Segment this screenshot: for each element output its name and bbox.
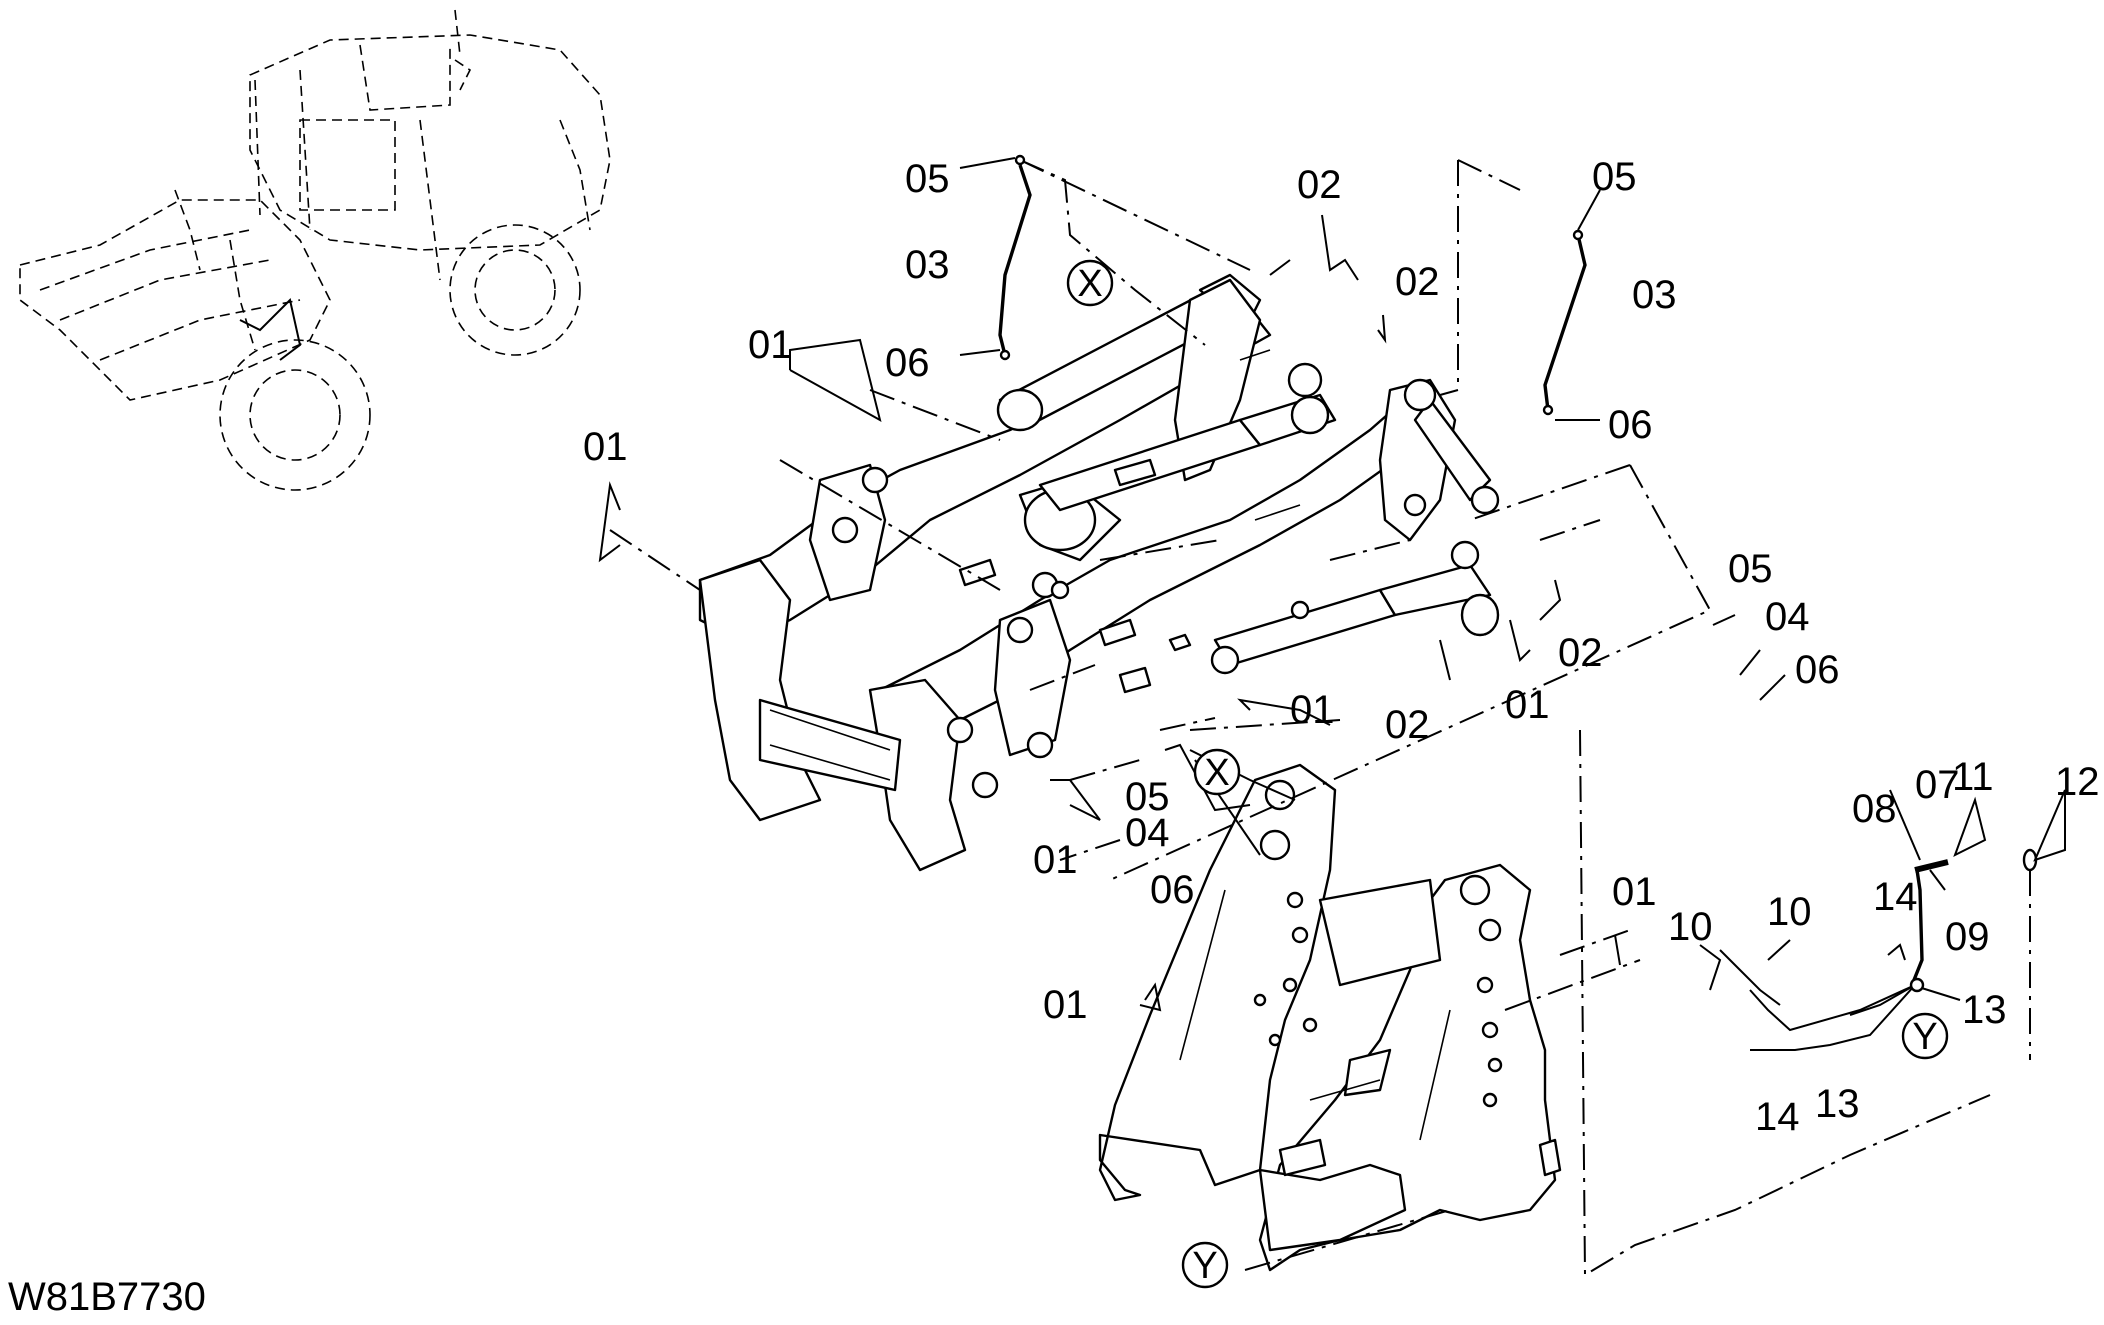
callout-06: 06 bbox=[885, 341, 930, 385]
callout-06: 06 bbox=[1150, 868, 1195, 912]
callout-04: 04 bbox=[1125, 811, 1170, 855]
callout-01: 01 bbox=[1612, 870, 1657, 914]
boom-arm-assembly bbox=[698, 273, 1500, 872]
callout-11: 11 bbox=[1952, 755, 1994, 799]
callout-01: 01 bbox=[1033, 838, 1078, 882]
svg-text:X: X bbox=[1204, 752, 1229, 794]
callout-06: 06 bbox=[1608, 403, 1653, 447]
svg-text:X: X bbox=[1077, 263, 1102, 305]
detail-marker-x-mid: X bbox=[1193, 748, 1241, 796]
detail-marker-x-top: X bbox=[1066, 259, 1114, 307]
callout-06: 06 bbox=[1795, 648, 1840, 692]
callout-08: 08 bbox=[1852, 787, 1897, 831]
svg-text:Y: Y bbox=[1192, 1245, 1217, 1287]
callout-02: 02 bbox=[1385, 703, 1430, 747]
callout-05: 05 bbox=[905, 157, 950, 201]
callout-13: 13 bbox=[1815, 1082, 1860, 1126]
callout-01: 01 bbox=[1505, 683, 1550, 727]
svg-text:Y: Y bbox=[1912, 1016, 1937, 1058]
callout-04: 04 bbox=[1765, 595, 1810, 639]
callout-01: 01 bbox=[583, 425, 628, 469]
callout-labels: 05 03 06 02 02 05 03 06 01 01 01 01 01 0… bbox=[583, 155, 2100, 1139]
callout-02: 02 bbox=[1395, 260, 1440, 304]
callout-10: 10 bbox=[1668, 905, 1713, 949]
callout-13: 13 bbox=[1962, 988, 2007, 1032]
callout-07: 07 bbox=[1915, 763, 1960, 807]
detail-marker-y-right: Y bbox=[1901, 1012, 1949, 1060]
callout-09: 09 bbox=[1945, 915, 1990, 959]
callout-14: 14 bbox=[1873, 875, 1918, 919]
callout-01: 01 bbox=[1290, 688, 1335, 732]
drawing-code: W81B7730 bbox=[8, 1275, 206, 1319]
callout-14: 14 bbox=[1755, 1095, 1800, 1139]
callout-02: 02 bbox=[1297, 163, 1342, 207]
hydraulic-hoses bbox=[998, 154, 2038, 1051]
callout-12: 12 bbox=[2055, 760, 2100, 804]
callout-10: 10 bbox=[1767, 890, 1812, 934]
front-frame bbox=[1098, 763, 1562, 1272]
loader-overview-ghost bbox=[19, 9, 611, 491]
callout-01: 01 bbox=[1043, 983, 1088, 1027]
callout-05: 05 bbox=[1125, 775, 1170, 819]
explosion-lines bbox=[609, 159, 2031, 1277]
callout-01: 01 bbox=[748, 323, 793, 367]
callout-03: 03 bbox=[1632, 273, 1677, 317]
detail-marker-y-bottom: Y bbox=[1181, 1241, 1229, 1289]
callout-02: 02 bbox=[1558, 631, 1603, 675]
callout-05: 05 bbox=[1728, 547, 1773, 591]
callout-03: 03 bbox=[905, 243, 950, 287]
callout-05: 05 bbox=[1592, 155, 1637, 199]
